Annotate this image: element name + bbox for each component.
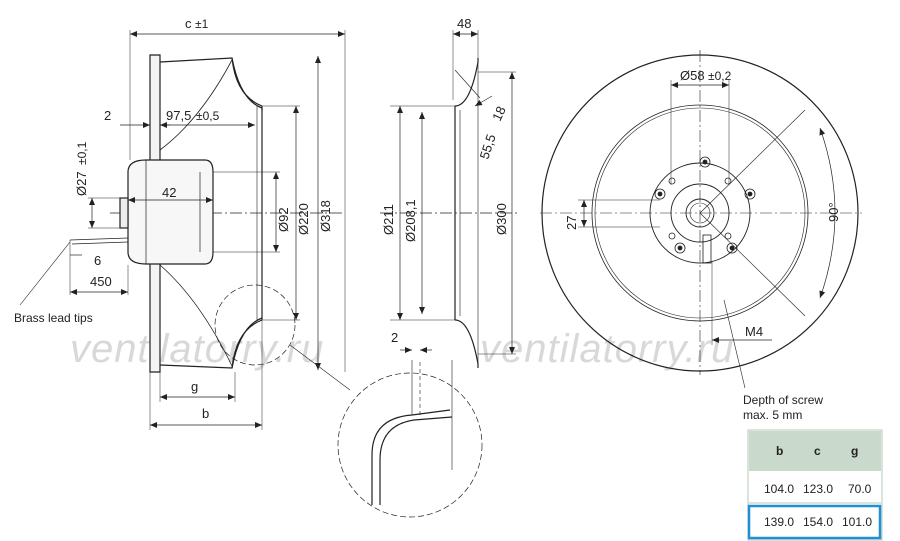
- dim-58-label: Ø58: [680, 68, 705, 83]
- dim-18-label: 18: [489, 104, 509, 123]
- detail-2-label: 2: [391, 330, 398, 345]
- dim-97-label: 97,5: [166, 108, 191, 123]
- table-row-highlight: [747, 504, 882, 540]
- b-dim-label: b: [202, 406, 209, 421]
- screw-note-line2: max. 5 mm: [743, 408, 802, 422]
- dim-55-label: 55,5: [477, 132, 499, 161]
- dim-27-tolerance: ±0,1: [75, 141, 89, 165]
- table-row-1-g: 70.0: [848, 482, 872, 496]
- dim-211-label: Ø211: [381, 204, 396, 235]
- screw-note-line1: Depth of screw: [743, 393, 823, 407]
- dim-2-label: 2: [104, 108, 111, 123]
- dim-48-label: 48: [457, 16, 471, 31]
- section-view-labels: 48 18 55,5 Ø211 Ø208,1 Ø300 2: [381, 16, 509, 345]
- table-header-bg: [749, 431, 881, 471]
- dim-58-tolerance: ±0,2: [708, 69, 732, 83]
- side-view-labels: c ±1 2 97,5 ±0,5 42 Ø27 ±0,1 Ø92 Ø220 Ø3…: [14, 16, 333, 421]
- dim-450-label: 450: [90, 274, 112, 289]
- brass-lead-label: Brass lead tips: [14, 311, 93, 325]
- table-row-2-b: 139.0: [764, 515, 794, 529]
- dim-6-label: 6: [94, 253, 101, 268]
- dim-90-label: 90°: [826, 202, 841, 222]
- watermark-left: ventilatorry.ru: [70, 327, 324, 371]
- g-dim-label: g: [191, 379, 198, 394]
- c-dim-tolerance: ±1: [195, 17, 209, 31]
- table-row-2-c: 154.0: [803, 515, 833, 529]
- table-row-2-g: 101.0: [842, 515, 872, 529]
- section-view: [337, 30, 520, 518]
- table-row-1-b: 104.0: [764, 482, 794, 496]
- table-row-1-c: 123.0: [803, 482, 833, 496]
- table-header-g: g: [851, 444, 858, 458]
- dim-97-tolerance: ±0,5: [196, 109, 220, 123]
- m4-label: M4: [745, 324, 763, 339]
- dim-27-front-label: 27: [564, 216, 579, 230]
- c-dim-label: c: [185, 16, 192, 31]
- dim-220-label: Ø220: [296, 203, 311, 235]
- dim-318-label: Ø318: [318, 200, 333, 232]
- dim-27-label: Ø27: [74, 171, 89, 196]
- dim-92-label: Ø92: [276, 207, 291, 232]
- front-view: [540, 50, 862, 389]
- table-header-c: c: [814, 444, 821, 458]
- side-view: [19, 30, 351, 430]
- dim-300-label: Ø300: [494, 203, 509, 235]
- watermark-right: ventilatorry.ru: [480, 327, 734, 371]
- dimension-table: b c g 104.0 123.0 70.0 139.0 154.0 101.0: [747, 429, 883, 541]
- table-header-b: b: [776, 444, 783, 458]
- dim-208-label: Ø208,1: [403, 199, 418, 242]
- watermarks: ventilatorry.ru ventilatorry.ru: [70, 327, 734, 371]
- dim-42-label: 42: [162, 185, 176, 200]
- front-view-labels: Ø58 ±0,2 27 90° M4 Depth of screw max. 5…: [564, 68, 841, 422]
